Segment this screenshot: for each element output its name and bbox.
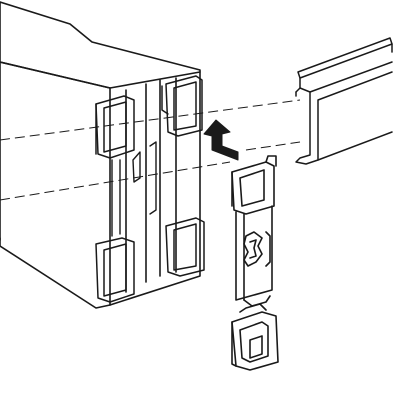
arrow-up-icon bbox=[203, 119, 239, 161]
housing-latch-lower-left bbox=[95, 237, 135, 303]
housing-latch-upper-right bbox=[161, 75, 203, 137]
din-rail bbox=[295, 37, 393, 165]
alignment-lines bbox=[0, 99, 301, 201]
mounting-clip-lower-latch bbox=[231, 303, 279, 371]
mounting-clip bbox=[231, 155, 277, 307]
housing-latch-lower-right bbox=[165, 217, 205, 277]
housing-latch-upper-left bbox=[95, 95, 135, 159]
housing-keyhole bbox=[111, 141, 157, 237]
